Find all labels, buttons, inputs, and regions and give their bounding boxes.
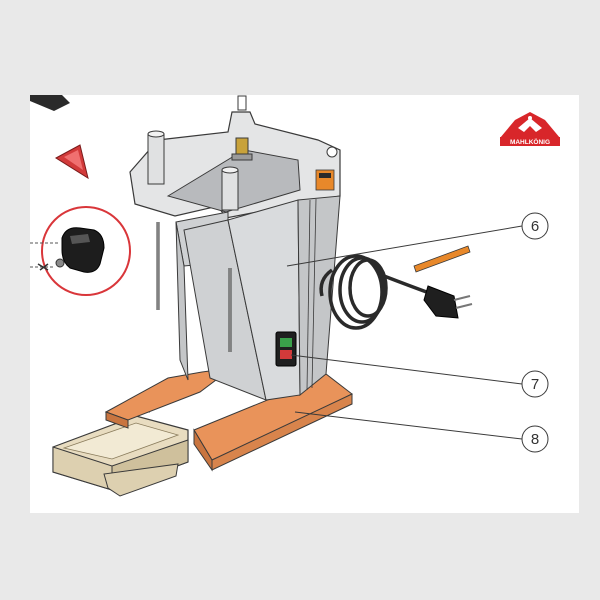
knob-icon	[30, 206, 131, 296]
brand-logo: MAHLKÖNIG	[500, 112, 560, 146]
base-feet	[104, 367, 353, 472]
callout-6: 6	[521, 212, 549, 240]
dark-part-corner	[30, 95, 70, 111]
callout-8-label: 8	[531, 431, 539, 448]
callout-7-label: 7	[531, 376, 539, 393]
callout-7: 7	[521, 370, 549, 398]
warning-strip	[413, 245, 471, 273]
leader-line-7	[290, 354, 523, 385]
drip-tray	[52, 411, 189, 497]
power-plug-icon	[423, 285, 473, 319]
brand-name: MAHLKÖNIG	[510, 137, 550, 146]
callout-6-label: 6	[531, 218, 539, 235]
leader-line-6	[286, 225, 523, 267]
warning-triangle-icon	[55, 144, 89, 180]
callout-8: 8	[521, 425, 549, 453]
crown-logo-icon	[500, 112, 560, 138]
power-switch	[275, 331, 297, 367]
leader-line-8	[294, 411, 523, 440]
power-cable	[319, 254, 473, 330]
